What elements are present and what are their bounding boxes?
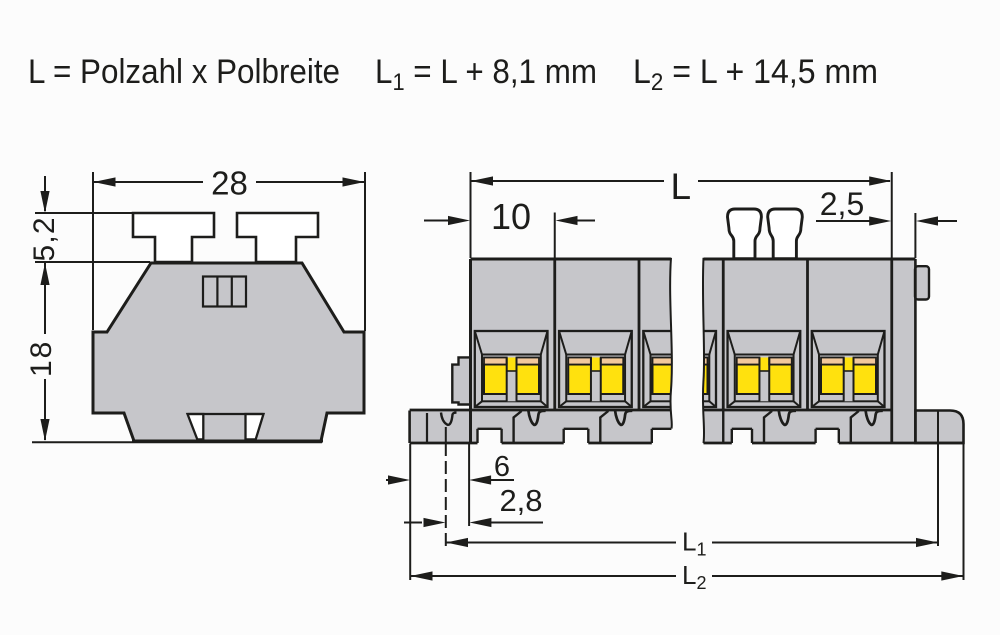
- svg-text:2,8: 2,8: [499, 483, 542, 518]
- svg-text:L = Polzahl x Polbreite: L = Polzahl x Polbreite: [28, 53, 340, 91]
- svg-text:28: 28: [211, 165, 248, 202]
- svg-text:5,2: 5,2: [28, 216, 61, 261]
- svg-text:L: L: [671, 166, 692, 207]
- svg-text:18: 18: [25, 340, 58, 377]
- svg-text:10: 10: [491, 196, 531, 237]
- svg-text:L2 = L + 14,5 mm: L2 = L + 14,5 mm: [633, 53, 878, 96]
- svg-text:6: 6: [494, 451, 510, 483]
- svg-text:L1 = L + 8,1 mm: L1 = L + 8,1 mm: [375, 53, 597, 96]
- svg-text:L2: L2: [682, 560, 706, 593]
- svg-text:L1: L1: [682, 527, 706, 560]
- svg-text:2,5: 2,5: [820, 186, 864, 222]
